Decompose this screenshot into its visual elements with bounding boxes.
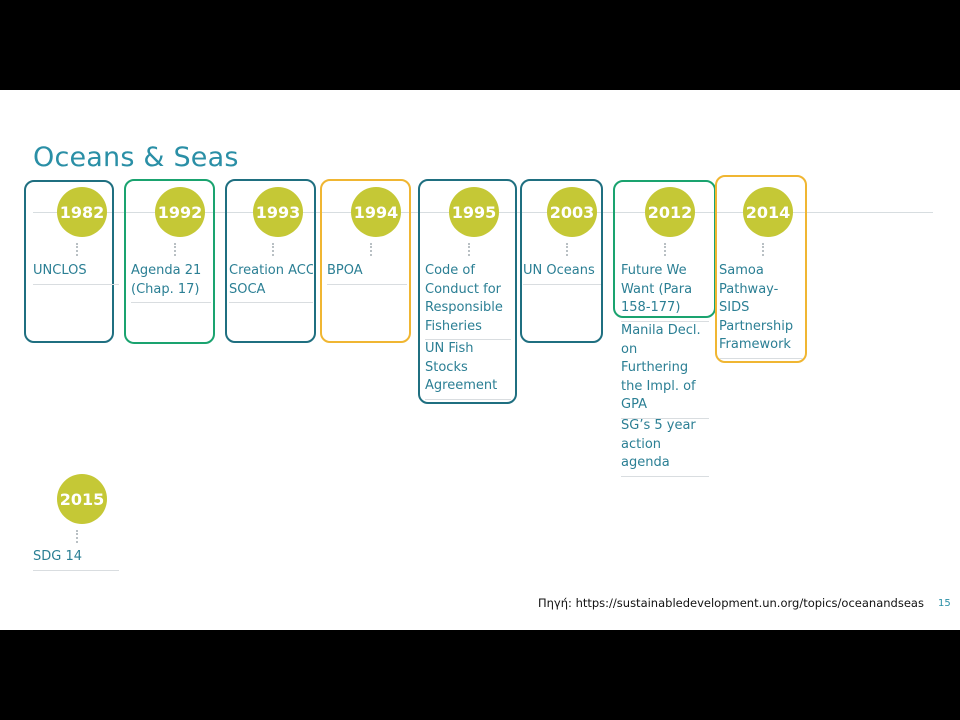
- page-number: 15: [938, 598, 951, 609]
- connector: [762, 243, 764, 256]
- timeline-item: BPOA: [327, 262, 407, 285]
- connector: [370, 243, 372, 256]
- year-circle-2015: 2015: [57, 474, 107, 524]
- year-circle-2014: 2014: [743, 187, 793, 237]
- highlight-box-1992: [124, 179, 215, 344]
- year-circle-1995: 1995: [449, 187, 499, 237]
- highlight-box-1994: [320, 179, 411, 343]
- highlight-box-1982: [24, 180, 114, 343]
- source-citation: Πηγή: https://sustainabledevelopment.un.…: [538, 596, 924, 610]
- slide: Oceans & Seas 1982 UNCLOS 1992 Agenda 21…: [0, 90, 960, 630]
- timeline-item: Agenda 21(Chap. 17): [131, 262, 211, 303]
- timeline-item: UNCLOS: [33, 262, 119, 285]
- year-circle-1992: 1992: [155, 187, 205, 237]
- highlight-box-2014: [715, 175, 807, 363]
- year-circle-1994: 1994: [351, 187, 401, 237]
- highlight-box-2003: [520, 179, 603, 343]
- timeline-item: SDG 14: [33, 548, 119, 571]
- year-circle-2003: 2003: [547, 187, 597, 237]
- year-circle-1982: 1982: [57, 187, 107, 237]
- source-label: Πηγή:: [538, 596, 572, 610]
- highlight-box-1993: [225, 179, 316, 343]
- source-url[interactable]: https://sustainabledevelopment.un.org/to…: [575, 596, 924, 610]
- connector: [468, 243, 470, 256]
- year-circle-1993: 1993: [253, 187, 303, 237]
- timeline-item: UN Oceans: [523, 262, 601, 285]
- connector: [566, 243, 568, 256]
- connector: [76, 530, 78, 543]
- connector: [76, 243, 78, 256]
- connector: [174, 243, 176, 256]
- year-circle-2012: 2012: [645, 187, 695, 237]
- highlight-box-1995: [418, 179, 517, 404]
- connector: [272, 243, 274, 256]
- slide-title: Oceans & Seas: [33, 142, 239, 173]
- connector: [664, 243, 666, 256]
